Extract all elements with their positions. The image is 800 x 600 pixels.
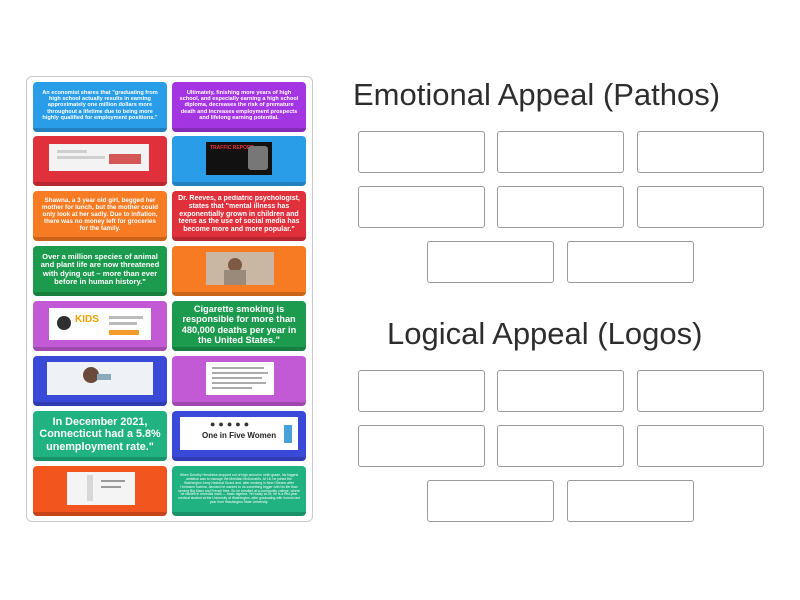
logos-drop-slot[interactable]	[637, 370, 764, 412]
traffic-report-image: TRAFFIC REPORT	[206, 142, 272, 175]
card-text: Dr. Reeves, a pediatric psychologist, st…	[176, 195, 302, 234]
card-economist-quote[interactable]: An economist shares that "graduating fro…	[33, 82, 167, 132]
kids-ad-image: KIDS	[49, 308, 151, 340]
logos-drop-slot[interactable]	[358, 425, 485, 467]
card-dorothy-story[interactable]: When Dorothy Hendricks dropped out of hi…	[172, 466, 306, 516]
logos-drop-slot[interactable]	[567, 480, 694, 522]
pathos-drop-slot[interactable]	[497, 186, 624, 228]
inhaler-photo-image	[47, 362, 153, 395]
pathos-drop-slot[interactable]	[358, 186, 485, 228]
logos-drop-slot[interactable]	[427, 480, 554, 522]
one-in-five-women-image: ●●●●● One in Five Women	[180, 417, 298, 450]
pathos-drop-slot[interactable]	[497, 131, 624, 173]
card-text-image[interactable]	[172, 356, 306, 406]
card-cigarette-foot-image[interactable]	[33, 466, 167, 516]
pathos-heading: Emotional Appeal (Pathos)	[353, 77, 721, 112]
ad-image	[49, 144, 149, 171]
logos-drop-slot[interactable]	[358, 370, 485, 412]
logos-drop-slot[interactable]	[497, 425, 624, 467]
card-cigarette-fact[interactable]: Cigarette smoking is responsible for mor…	[172, 301, 306, 351]
card-inhaler-photo[interactable]	[33, 356, 167, 406]
card-kids-ad[interactable]: KIDS	[33, 301, 167, 351]
people-icons: ●●●●●	[210, 419, 253, 429]
card-shawna-story[interactable]: Shawna, a 3 year old girl, begged her mo…	[33, 191, 167, 241]
pathos-drop-slot[interactable]	[427, 241, 554, 283]
card-tray: An economist shares that "graduating fro…	[26, 76, 313, 522]
pathos-drop-slot[interactable]	[358, 131, 485, 173]
portrait-photo	[248, 146, 268, 170]
kid-photo	[57, 316, 71, 330]
card-text: In December 2021, Connecticut had a 5.8%…	[37, 415, 163, 454]
pathos-drop-slot[interactable]	[637, 186, 764, 228]
child-photo-image	[206, 252, 274, 285]
card-traffic-report-image[interactable]: TRAFFIC REPORT	[172, 136, 306, 186]
card-text: Shawna, a 3 year old girl, begged her mo…	[37, 195, 163, 234]
card-one-in-five-women[interactable]: ●●●●● One in Five Women	[172, 411, 306, 461]
text-image	[206, 362, 274, 395]
card-text: Over a million species of animal and pla…	[37, 250, 163, 289]
logos-drop-slot[interactable]	[497, 370, 624, 412]
cigarette-foot-image	[67, 472, 135, 505]
card-text: Cigarette smoking is responsible for mor…	[176, 305, 302, 344]
card-text: Ultimately, finishing more years of high…	[176, 86, 302, 125]
card-dr-reeves-quote[interactable]: Dr. Reeves, a pediatric psychologist, st…	[172, 191, 306, 241]
card-unemployment-fact[interactable]: In December 2021, Connecticut had a 5.8%…	[33, 411, 167, 461]
pathos-drop-slot[interactable]	[637, 131, 764, 173]
pathos-drop-slot[interactable]	[567, 241, 694, 283]
card-child-photo[interactable]	[172, 246, 306, 296]
card-text: When Dorothy Hendricks dropped out of hi…	[176, 470, 302, 509]
logos-drop-slot[interactable]	[637, 425, 764, 467]
card-species-fact[interactable]: Over a million species of animal and pla…	[33, 246, 167, 296]
card-text: An economist shares that "graduating fro…	[37, 86, 163, 125]
card-ad-image[interactable]	[33, 136, 167, 186]
card-diploma-quote[interactable]: Ultimately, finishing more years of high…	[172, 82, 306, 132]
logos-heading: Logical Appeal (Logos)	[387, 316, 703, 351]
